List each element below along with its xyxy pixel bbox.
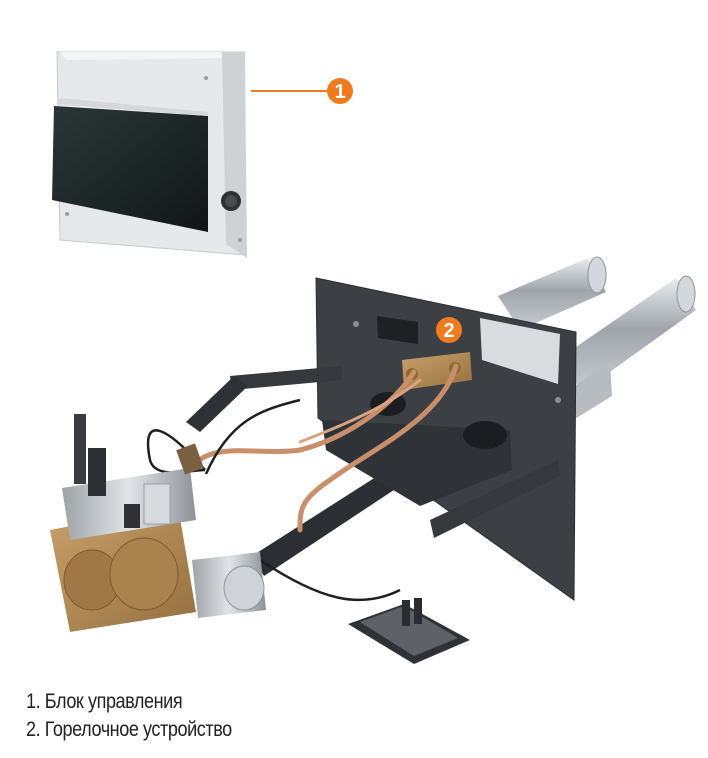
callout-2: 2 xyxy=(436,317,462,343)
legend-item-1: 1. Блок управления xyxy=(26,690,183,713)
callout-2-number: 2 xyxy=(443,320,454,342)
gas-valve xyxy=(50,414,266,632)
legend-item-2: 2. Горелочное устройство xyxy=(26,718,232,741)
callout-1-number: 1 xyxy=(334,81,345,103)
callout-1-badge xyxy=(327,78,353,104)
control-box xyxy=(52,51,247,258)
support-frame xyxy=(186,366,560,576)
callout-1: 1 xyxy=(251,78,353,104)
gas-pipe xyxy=(252,454,424,576)
glass-cover xyxy=(52,106,208,232)
valve-button xyxy=(88,448,106,496)
plate-sticker xyxy=(480,318,560,384)
plate-window xyxy=(377,316,418,344)
callout-2-badge xyxy=(436,317,462,343)
legend: 1. Блок управления 2. Горелочное устройс… xyxy=(26,688,232,744)
valve-rod xyxy=(74,414,86,484)
burner-tubes xyxy=(498,256,696,422)
burner-device xyxy=(50,256,696,664)
thermocouple-plate xyxy=(348,598,470,664)
